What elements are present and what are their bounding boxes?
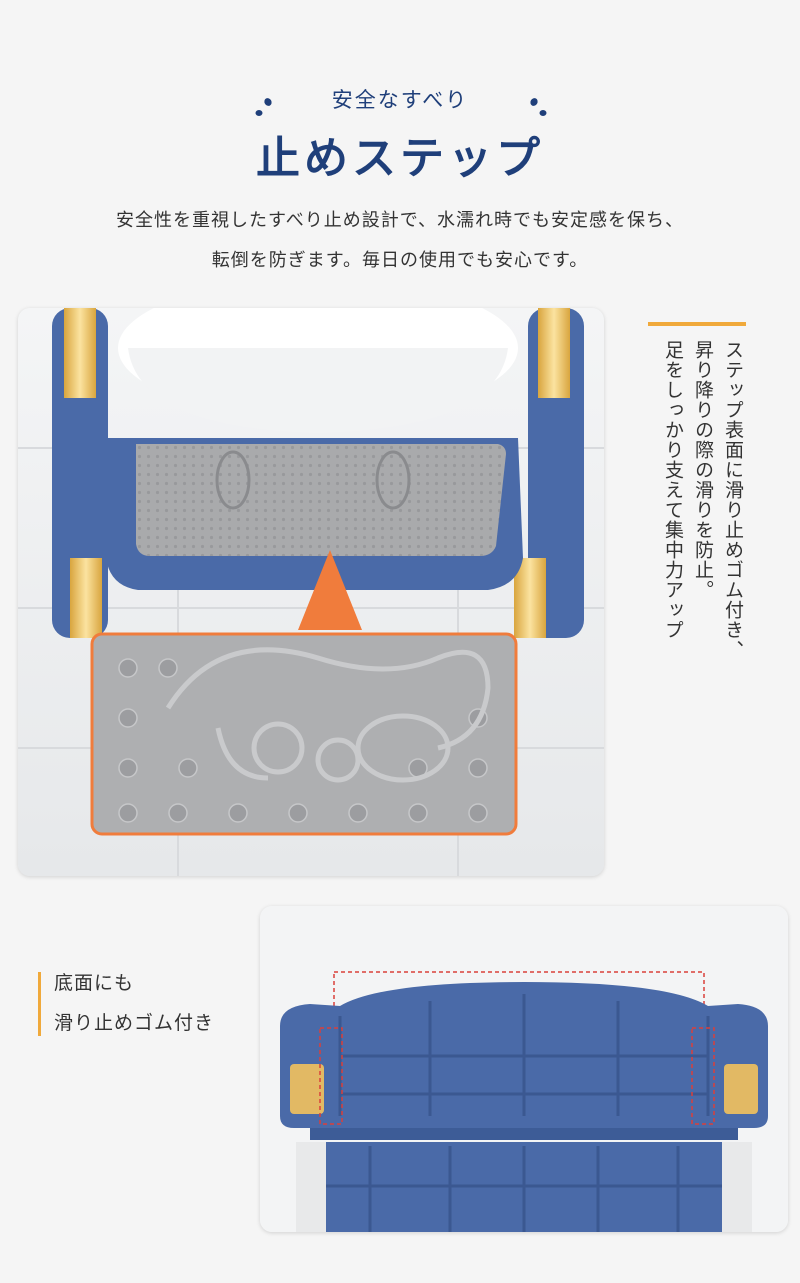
description-line-2: 転倒を防ぎます。毎日の使用でも安心です。 — [211, 250, 589, 271]
step-illustration — [18, 308, 604, 876]
subtitle: 安全なすべり — [331, 88, 469, 112]
anti-slip-step-photo — [18, 308, 604, 876]
bottom-note-line-2: 滑り止めゴム付き — [54, 1012, 215, 1034]
feature-line-3: 足をしっかり支えて集中力アップ — [662, 340, 684, 640]
page-title: 止めステップ — [256, 133, 544, 184]
feature-line-2: 昇り降りの際の滑りを防止。 — [692, 340, 714, 600]
accent-line — [648, 322, 746, 326]
water-drops-left-icon — [255, 98, 272, 116]
underside-illustration — [260, 906, 788, 1232]
water-drops-right-icon — [530, 98, 547, 116]
feature-vertical-block: ステップ表面に滑り止めゴム付き、 昇り降りの際の滑りを防止。 足をしっかり支えて… — [658, 340, 748, 700]
accent-bar — [38, 972, 41, 1036]
bottom-note-line-1: 底面にも — [54, 972, 135, 994]
step-underside-photo — [260, 906, 788, 1232]
feature-line-1: ステップ表面に滑り止めゴム付き、 — [722, 340, 744, 660]
description-line-1: 安全性を重視したすべり止め設計で、水濡れ時でも安定感を保ち、 — [115, 210, 685, 231]
feature-vertical-text: ステップ表面に滑り止めゴム付き、 昇り降りの際の滑りを防止。 足をしっかり支えて… — [648, 322, 748, 702]
